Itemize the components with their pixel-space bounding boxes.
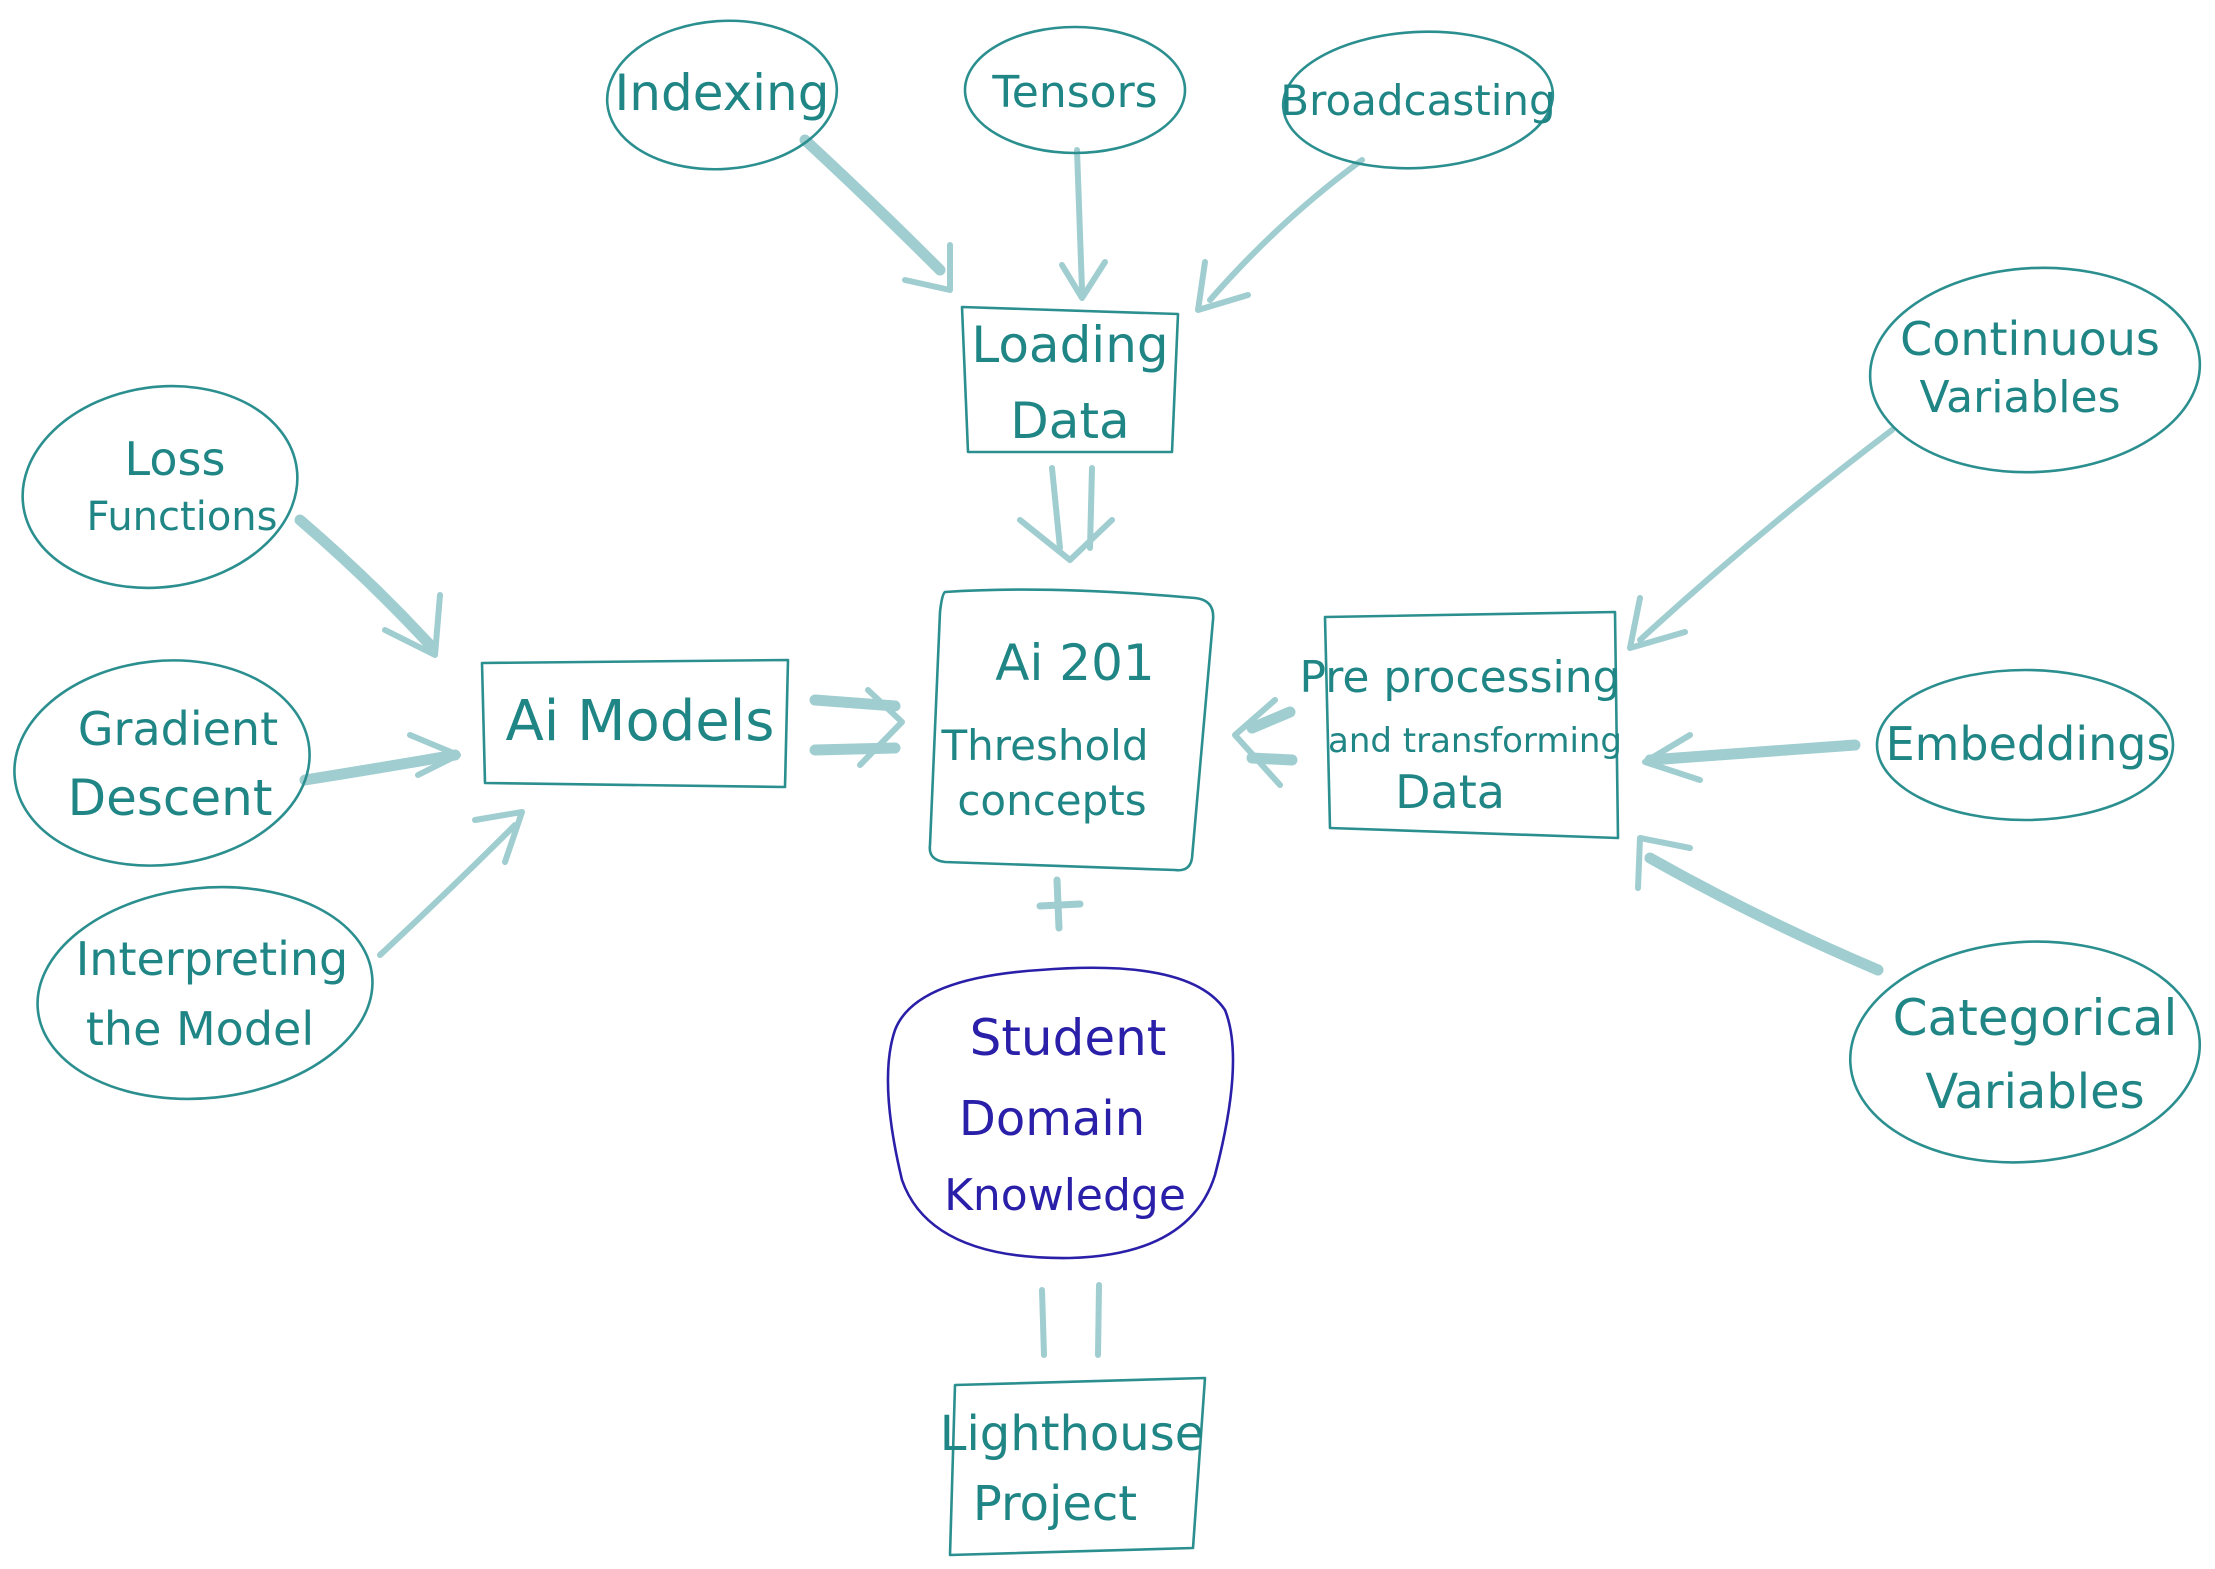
node-tensors-label: Tensors	[991, 67, 1157, 118]
plus-horizontal	[1036, 900, 1084, 910]
node-continuous-variables: Continuous Variables	[1868, 266, 2202, 474]
arrows	[294, 134, 1895, 1358]
node-student-domain: Student Domain Knowledge	[886, 966, 1235, 1260]
node-preprocessing-line1: Pre processing	[1299, 652, 1620, 703]
node-loading-data: Loading Data	[960, 305, 1180, 454]
node-categorical-line1: Categorical	[1893, 989, 2178, 1047]
node-interpreting-model-line1: Interpreting	[76, 932, 349, 986]
node-gradient-descent-line2: Descent	[68, 769, 273, 827]
node-broadcasting: Broadcasting	[1280, 30, 1556, 170]
arrow-indexing-to-loading	[799, 134, 946, 276]
arrow-tensors-to-loading	[1074, 147, 1085, 293]
link-domain-lighthouse-b	[1095, 1282, 1102, 1358]
node-center-line3: concepts	[957, 776, 1146, 825]
arrowhead-interpreting	[472, 809, 525, 865]
node-categorical-variables: Categorical Variables	[1848, 940, 2202, 1164]
arrow-continuous-to-pre	[1637, 427, 1895, 643]
node-broadcasting-label: Broadcasting	[1280, 76, 1555, 125]
arrowhead-gradient	[407, 732, 461, 778]
node-ai-models: Ai Models	[480, 658, 790, 789]
node-embeddings: Embeddings	[1875, 668, 2175, 822]
arrow-embeddings-to-pre	[1644, 739, 1861, 766]
arrowhead-continuous	[1627, 595, 1688, 651]
node-ai-models-label: Ai Models	[506, 689, 775, 754]
arrow-loading-to-center-a	[1049, 465, 1063, 551]
arrow-categorical-to-pre	[1644, 852, 1884, 976]
node-interpreting-model-line2: the Model	[86, 1002, 314, 1056]
arrow-models-to-center-b	[809, 742, 901, 756]
arrowhead-pre-center	[1232, 697, 1283, 788]
node-gradient-descent: Gradient Descent	[13, 659, 311, 867]
arrowhead-broadcasting	[1195, 259, 1251, 313]
node-student-line3: Knowledge	[944, 1170, 1186, 1221]
arrow-loss-to-models	[294, 514, 436, 651]
arrow-gradient-to-models	[299, 749, 461, 786]
node-preprocessing-line3: Data	[1395, 765, 1505, 819]
node-preprocessing-line2: and transforming	[1328, 721, 1622, 761]
node-lighthouse-line1: Lighthouse	[940, 1406, 1205, 1462]
node-gradient-descent-line1: Gradient	[78, 702, 278, 756]
node-loss-functions: Loss Functions	[21, 384, 299, 590]
arrowhead-loss	[382, 592, 443, 658]
node-loss-functions-line2: Functions	[87, 494, 278, 540]
node-indexing-label: Indexing	[615, 64, 830, 122]
node-center-line2: Threshold	[941, 721, 1149, 770]
arrowhead-loading-center	[1017, 517, 1115, 563]
arrow-interpreting-to-models	[377, 822, 518, 958]
node-categorical-line2: Variables	[1925, 1064, 2144, 1120]
arrow-pre-to-center-a	[1246, 706, 1296, 734]
node-lighthouse: Lighthouse Project	[940, 1376, 1207, 1557]
node-student-line1: Student	[970, 1009, 1167, 1067]
node-loading-data-line2: Data	[1010, 392, 1129, 450]
node-preprocessing: Pre processing and transforming Data	[1299, 610, 1622, 840]
arrowhead-embeddings	[1642, 732, 1703, 783]
node-tensors: Tensors	[963, 25, 1187, 155]
arrow-loading-to-center-b	[1087, 465, 1095, 551]
node-lighthouse-line2: Project	[973, 1476, 1137, 1532]
node-center-line1: Ai 201	[995, 634, 1154, 692]
node-embeddings-label: Embeddings	[1886, 717, 2171, 771]
node-continuous-line2: Variables	[1919, 372, 2120, 423]
node-student-line2: Domain	[959, 1091, 1145, 1147]
arrowhead-tensors	[1059, 259, 1108, 301]
node-center-threshold: Ai 201 Threshold concepts	[928, 588, 1215, 872]
link-domain-lighthouse-a	[1039, 1287, 1047, 1358]
node-indexing: Indexing	[605, 19, 839, 171]
arrowhead-categorical	[1635, 835, 1693, 891]
node-loading-data-line1: Loading	[971, 316, 1168, 374]
node-continuous-line1: Continuous	[1900, 312, 2160, 366]
arrowhead-models-center	[857, 687, 905, 768]
arrowhead-indexing	[902, 242, 953, 293]
node-loss-functions-line1: Loss	[125, 432, 226, 486]
node-interpreting-model: Interpreting the Model	[36, 885, 374, 1101]
arrow-broadcasting-to-loading	[1207, 157, 1365, 303]
